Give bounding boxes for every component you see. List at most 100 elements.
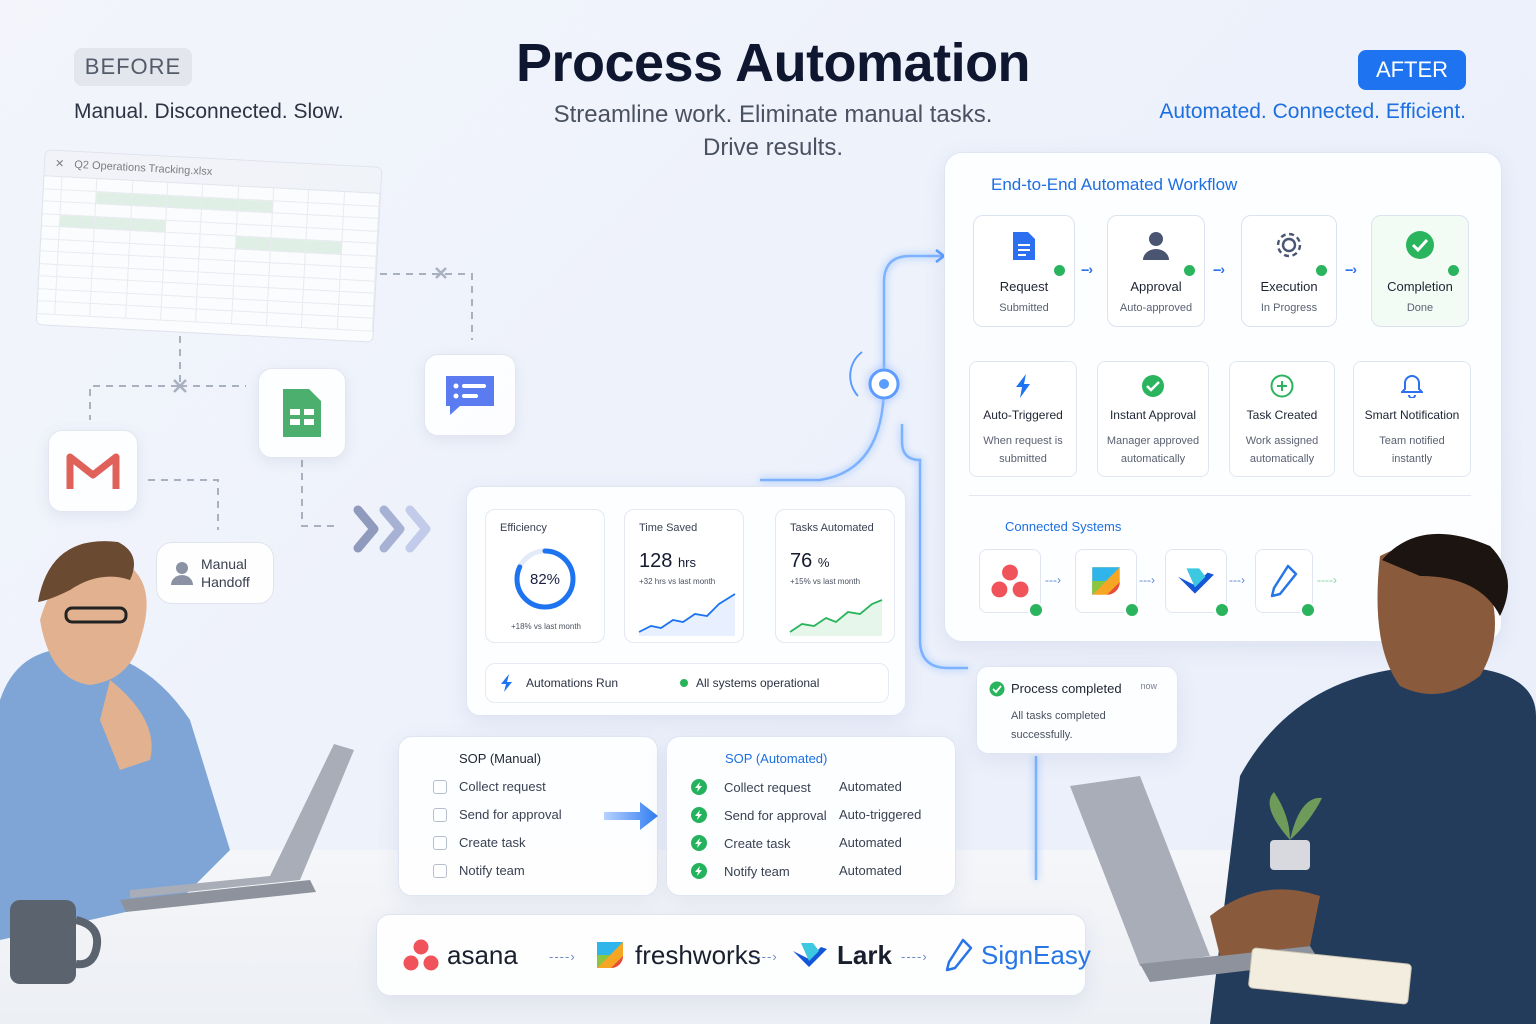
- connected-system-lark[interactable]: [1165, 549, 1230, 618]
- brand-lark-name: Lark: [837, 939, 892, 970]
- sop-automated-item-label: Collect request: [724, 779, 811, 795]
- time-saved-value: 128: [639, 550, 673, 572]
- checkbox[interactable]: [433, 835, 447, 850]
- step-status: Submitted: [999, 302, 1049, 314]
- subtitle-line-1: Streamline work. Eliminate manual tasks.: [553, 101, 993, 128]
- metrics-panel: Efficiency 82% +18% vs last month Time S…: [466, 486, 906, 716]
- check-icon: [1214, 602, 1230, 618]
- lark-logo-icon: [1178, 568, 1214, 594]
- handoff-label-1: Manual: [201, 556, 247, 572]
- brand-signeasy-name: SignEasy: [981, 939, 1091, 970]
- checkbox[interactable]: [433, 863, 447, 878]
- brand-asana-name: asana: [447, 939, 518, 970]
- connected-system-asana[interactable]: [979, 549, 1044, 618]
- bell-icon: [1401, 374, 1423, 398]
- sop-manual-title: SOP (Manual): [459, 751, 542, 766]
- feature-description: Manager approved automatically: [1106, 435, 1200, 465]
- feature-label: Smart Notification: [1364, 408, 1460, 422]
- arrow-right-icon: --›: [1081, 261, 1093, 277]
- sop-manual-item-label: Send for approval: [459, 807, 562, 822]
- user-approval-icon: [1143, 232, 1169, 260]
- sop-manual-item: Notify team: [433, 863, 525, 878]
- feature-description: When request is submitted: [983, 435, 1063, 465]
- user-icon: [171, 562, 193, 585]
- arrow-right-icon: --›: [1345, 261, 1357, 277]
- google-sheets-icon: [283, 389, 321, 437]
- page-subtitle: Streamline work. Eliminate manual tasks.…: [0, 98, 1536, 164]
- checkbox[interactable]: [433, 807, 447, 822]
- workflow-step-approval[interactable]: Approval Auto-approved: [1107, 215, 1205, 327]
- dashed-arrow-icon: ---›: [1229, 573, 1245, 587]
- workflow-step-execution[interactable]: Execution In Progress: [1241, 215, 1337, 327]
- tasks-automated-unit: %: [817, 555, 830, 570]
- time-saved-label: Time Saved: [639, 522, 698, 534]
- sop-manual-item-label: Create task: [459, 835, 526, 850]
- check-circle-icon: [989, 681, 1005, 697]
- check-icon: [1300, 602, 1316, 618]
- efficiency-ring: 82%: [512, 546, 578, 612]
- checkbox[interactable]: [433, 779, 447, 794]
- brand-asana: asana: [403, 938, 518, 972]
- divider: [969, 495, 1471, 496]
- process-completed-notification[interactable]: Process completed now All tasks complete…: [976, 666, 1178, 754]
- sop-automated-item: Notify team: [691, 863, 790, 879]
- sop-manual-item: Send for approval: [433, 807, 562, 822]
- feature-task-created: Task Created Work assigned automatically: [1229, 361, 1335, 477]
- chevrons-right-icon: [353, 505, 431, 553]
- sop-automated-item-label: Notify team: [724, 863, 790, 879]
- feature-label: Instant Approval: [1109, 408, 1197, 422]
- feature-description: Work assigned automatically: [1245, 435, 1319, 465]
- step-status: In Progress: [1260, 302, 1318, 314]
- arrow-right-icon: [604, 802, 658, 830]
- systems-status: All systems operational: [696, 676, 820, 690]
- feature-label: Auto-Triggered: [983, 408, 1063, 422]
- after-subtitle: Automated. Connected. Efficient.: [1159, 100, 1466, 123]
- asana-logo-icon: [991, 564, 1029, 598]
- gmail-icon: [66, 453, 120, 489]
- sop-automated-item-status: Automated: [839, 835, 902, 850]
- efficiency-ring-progress: [514, 548, 576, 610]
- feature-smart-notification: Smart Notification Team notified instant…: [1353, 361, 1471, 477]
- check-icon: [1315, 264, 1328, 277]
- google-sheets-tile: [258, 368, 346, 458]
- sop-manual-item: Create task: [433, 835, 525, 850]
- sop-automated-item: Create task: [691, 835, 790, 851]
- sop-automated-item-label: Send for approval: [724, 807, 827, 823]
- arrow-right-icon: --›: [1213, 261, 1225, 277]
- tasks-automated-delta: +15% vs last month: [790, 577, 861, 586]
- sop-automated-item-status: Automated: [839, 863, 902, 878]
- connected-system-signeasy[interactable]: [1255, 549, 1316, 618]
- workflow-step-completion[interactable]: Completion Done: [1371, 215, 1469, 327]
- time-saved-delta: +32 hrs vs last month: [639, 577, 716, 586]
- workflow-step-request[interactable]: Request Submitted: [973, 215, 1075, 327]
- dashed-arrow-icon: ---›: [1139, 573, 1155, 587]
- dashed-arrow-icon: ---›: [1045, 573, 1061, 587]
- plus-circle-icon: [1270, 374, 1294, 398]
- brand-signeasy: SignEasy: [945, 938, 1091, 972]
- check-icon: [1447, 264, 1460, 277]
- person-smiling-illustration: [1070, 533, 1536, 1024]
- dashed-arrow-icon: ----›: [901, 949, 928, 964]
- sop-manual-item: Collect request: [433, 779, 546, 794]
- dashed-arrow-icon: ----›: [751, 949, 778, 964]
- notification-body: All tasks completed successfully.: [1011, 710, 1106, 741]
- before-tag: BEFORE: [74, 48, 192, 86]
- freshworks-logo-icon: [597, 942, 623, 968]
- page-title: Process Automation: [515, 33, 1031, 93]
- chat-tile: [424, 354, 516, 436]
- integrations-bar: asana ----› freshworks ----› Lark ----› …: [376, 914, 1091, 996]
- sop-automated-item-status: Auto-triggered: [839, 807, 922, 822]
- automations-run-label: Automations Run: [526, 676, 619, 690]
- check-icon: [1028, 602, 1044, 618]
- step-status: Done: [1406, 302, 1434, 314]
- subtitle-line-2: Drive results.: [702, 134, 844, 161]
- dashed-arrow-icon: ----›: [1317, 573, 1337, 587]
- connected-system-freshworks[interactable]: [1075, 549, 1140, 618]
- lightning-icon: [1016, 374, 1030, 398]
- step-label: Completion: [1387, 279, 1453, 294]
- lightning-icon: [691, 835, 707, 851]
- efficiency-delta: +18% vs last month: [510, 622, 582, 631]
- after-tag: AFTER: [1358, 50, 1466, 90]
- tasks-automated-sparkline: [789, 599, 883, 636]
